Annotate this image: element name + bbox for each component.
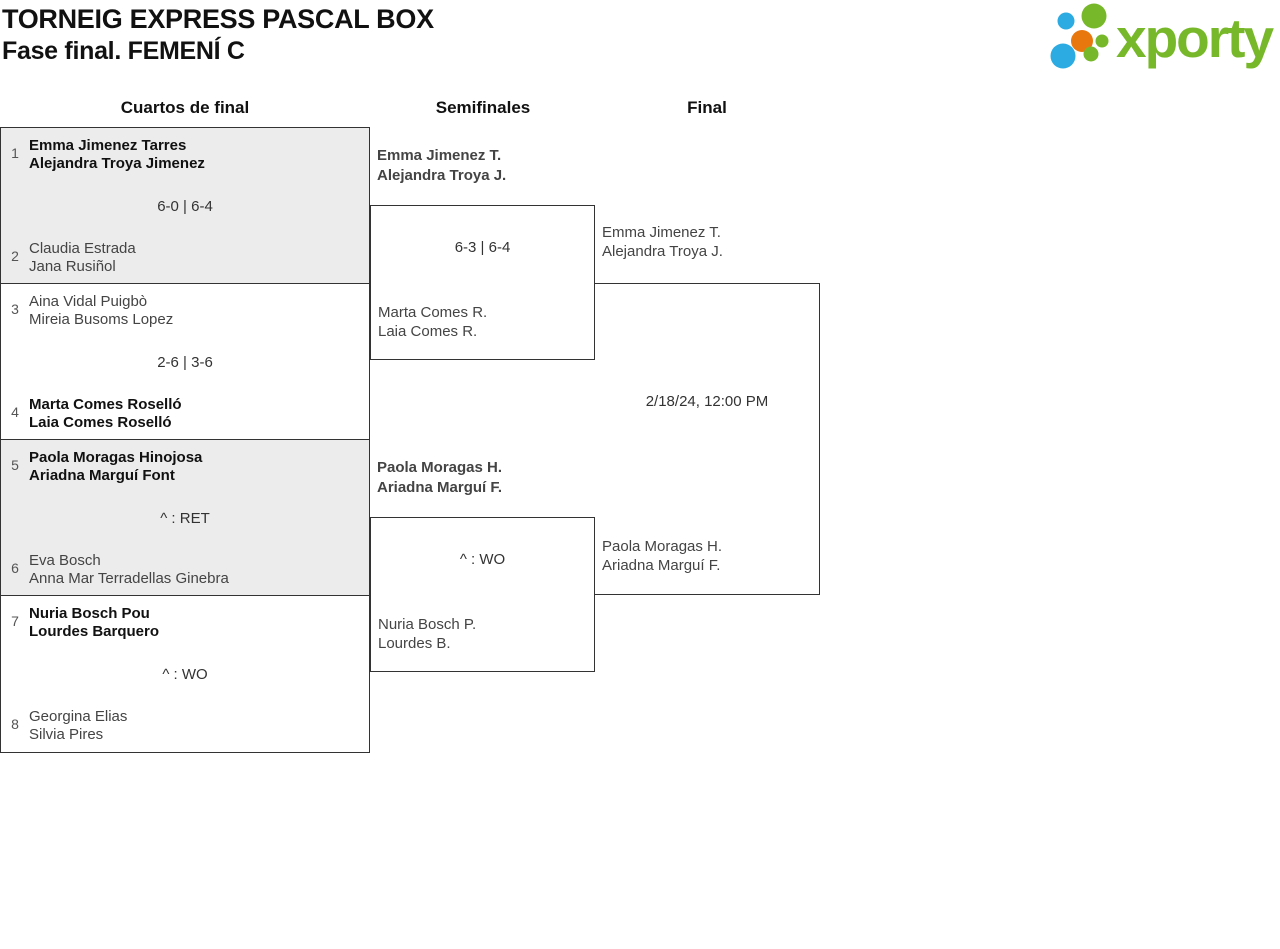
team-names: Marta Comes Roselló Laia Comes Roselló	[29, 396, 182, 432]
player-name: Ariadna Marguí Font	[29, 467, 175, 484]
team-names: Emma Jimenez T. Alejandra Troya J.	[377, 146, 506, 186]
player-name: Emma Jimenez T.	[377, 147, 502, 164]
match-score: ^ : RET	[160, 510, 210, 527]
team-names: Emma Jimenez T. Alejandra Troya J.	[602, 223, 723, 261]
quarterfinals-column: 1 Emma Jimenez Tarres Alejandra Troya Ji…	[0, 127, 370, 753]
match-score: 6-0 | 6-4	[157, 198, 213, 215]
xporty-logo[interactable]: xporty	[1046, 2, 1274, 74]
seed-number: 6	[11, 560, 19, 576]
player-name: Laia Comes R.	[378, 323, 478, 340]
match-quarterfinal-3: 5 Paola Moragas Hinojosa Ariadna Marguí …	[1, 440, 369, 596]
player-name: Alejandra Troya J.	[602, 243, 723, 260]
player-name: Anna Mar Terradellas Ginebra	[29, 570, 229, 587]
match-semifinal-1: 6-3 | 6-4 Marta Comes R. Laia Comes R.	[370, 205, 595, 360]
player-name: Lourdes B.	[378, 635, 451, 652]
match-quarterfinal-4: 7 Nuria Bosch Pou Lourdes Barquero ^ : W…	[1, 596, 369, 752]
tournament-title: TORNEIG EXPRESS PASCAL BOX	[2, 4, 434, 34]
team-names: Eva Bosch Anna Mar Terradellas Ginebra	[29, 552, 229, 588]
player-name: Laia Comes Roselló	[29, 414, 172, 431]
player-name: Eva Bosch	[29, 552, 101, 569]
match-quarterfinal-1: 1 Emma Jimenez Tarres Alejandra Troya Ji…	[1, 128, 369, 284]
player-name: Claudia Estrada	[29, 240, 136, 257]
player-name: Georgina Elias	[29, 708, 128, 725]
match-semifinal-2: ^ : WO Nuria Bosch P. Lourdes B.	[370, 517, 595, 672]
player-name: Ariadna Marguí F.	[377, 479, 503, 496]
seed-number: 4	[11, 404, 19, 420]
seed-number: 7	[11, 613, 19, 629]
match-score: ^ : WO	[162, 666, 208, 683]
seed-number: 2	[11, 248, 19, 264]
player-name: Silvia Pires	[29, 726, 104, 743]
player-name: Alejandra Troya J.	[377, 167, 507, 184]
player-name: Lourdes Barquero	[29, 623, 160, 640]
player-name: Emma Jimenez Tarres	[29, 137, 187, 154]
match-score: ^ : WO	[459, 551, 506, 568]
seed-number: 8	[11, 716, 19, 732]
player-name: Alejandra Troya Jimenez	[29, 155, 205, 172]
logo-dots-icon	[1050, 3, 1109, 69]
seed-number: 5	[11, 457, 19, 473]
team-names: Aina Vidal Puigbò Mireia Busoms Lopez	[29, 293, 173, 329]
match-quarterfinal-2: 3 Aina Vidal Puigbò Mireia Busoms Lopez …	[1, 284, 369, 440]
player-name: Ariadna Marguí F.	[602, 557, 721, 574]
phase-subtitle: Fase final. FEMENÍ C	[2, 37, 245, 65]
player-name: Marta Comes Roselló	[29, 396, 182, 413]
match-score: 2-6 | 3-6	[157, 354, 213, 371]
player-name: Paola Moragas H.	[377, 459, 503, 476]
team-names: Georgina Elias Silvia Pires	[29, 708, 127, 744]
player-name: Paola Moragas Hinojosa	[29, 449, 203, 466]
player-name: Aina Vidal Puigbò	[29, 293, 148, 310]
logo-wordmark: xporty	[1116, 7, 1274, 69]
match-schedule: 2/18/24, 12:00 PM	[645, 393, 769, 410]
column-header-quarterfinals: Cuartos de final	[120, 98, 250, 117]
match-score: 6-3 | 6-4	[454, 239, 511, 256]
player-name: Paola Moragas H.	[602, 538, 723, 555]
column-header-final: Final	[687, 98, 727, 117]
team-names: Claudia Estrada Jana Rusiñol	[29, 240, 136, 276]
team-names: Marta Comes R. Laia Comes R.	[378, 303, 487, 341]
player-name: Nuria Bosch P.	[378, 616, 477, 633]
player-name: Nuria Bosch Pou	[29, 605, 150, 622]
seed-number: 3	[11, 301, 19, 317]
team-names: Emma Jimenez Tarres Alejandra Troya Jime…	[29, 137, 205, 173]
seed-number: 1	[11, 145, 19, 161]
player-name: Jana Rusiñol	[29, 258, 116, 275]
team-names: Paola Moragas H. Ariadna Marguí F.	[377, 458, 502, 498]
player-name: Mireia Busoms Lopez	[29, 311, 174, 328]
team-names: Nuria Bosch P. Lourdes B.	[378, 615, 476, 653]
team-names: Paola Moragas Hinojosa Ariadna Marguí Fo…	[29, 449, 202, 485]
team-names: Nuria Bosch Pou Lourdes Barquero	[29, 605, 159, 641]
player-name: Marta Comes R.	[378, 304, 488, 321]
column-header-semifinals: Semifinales	[435, 98, 531, 117]
match-final: 2/18/24, 12:00 PM Paola Moragas H. Ariad…	[595, 283, 820, 595]
player-name: Emma Jimenez T.	[602, 224, 721, 241]
team-names: Paola Moragas H. Ariadna Marguí F.	[602, 537, 722, 575]
